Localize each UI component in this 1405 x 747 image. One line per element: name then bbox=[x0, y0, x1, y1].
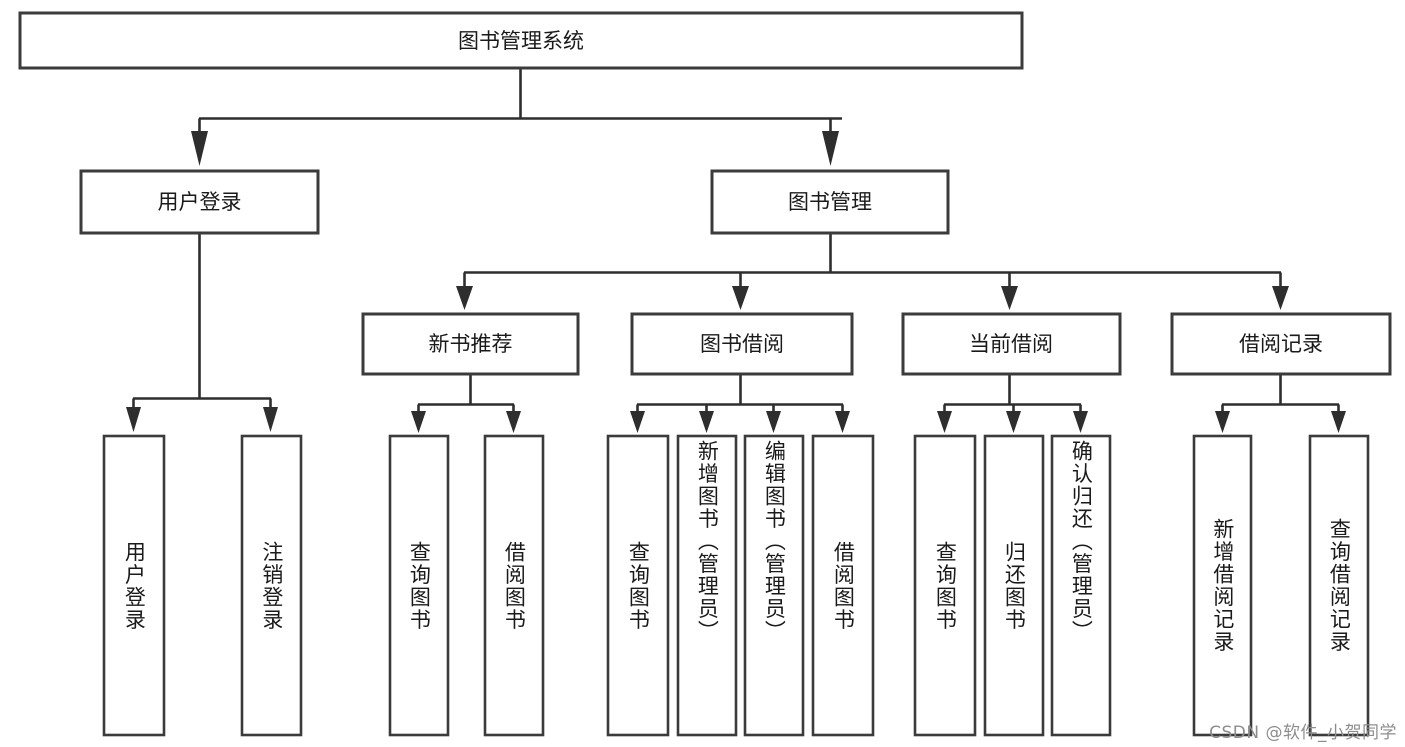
node-leaf-return-book-box[interactable] bbox=[983, 434, 1045, 737]
arrowhead-leaf-add-borrow-record bbox=[1215, 411, 1230, 433]
node-current-borrow-box[interactable] bbox=[901, 312, 1122, 376]
node-user-login[interactable]: 用户登录 bbox=[79, 169, 320, 235]
connector-group-borrowrecord-to-leaves bbox=[1215, 374, 1346, 433]
connector-group-root-to-level1 bbox=[191, 68, 842, 166]
arrowhead-leaf-query-book-borrow bbox=[630, 411, 645, 433]
node-root-label: 图书管理系统 bbox=[458, 29, 584, 53]
arrowhead-leaf-add-book-admin bbox=[699, 411, 714, 433]
node-leaf-query-book-current-box[interactable] bbox=[913, 434, 977, 737]
node-current-borrow[interactable]: 当前借阅 bbox=[901, 312, 1122, 376]
arrowhead-leaf-edit-book-admin bbox=[766, 411, 781, 433]
arrowhead-leaf-query-borrow-record bbox=[1331, 411, 1346, 433]
node-root-box[interactable] bbox=[18, 11, 1024, 70]
arrowhead-current-borrow bbox=[1001, 286, 1018, 310]
node-leaf-add-borrow-record-box[interactable] bbox=[1192, 434, 1253, 737]
arrowhead-leaf-logout bbox=[263, 407, 278, 432]
node-leaf-confirm-return-admin-box[interactable] bbox=[1050, 434, 1112, 737]
node-new-book-recommend-box[interactable] bbox=[361, 312, 580, 376]
node-borrow-record[interactable]: 借阅记录 bbox=[1170, 312, 1392, 376]
node-leaf-logout-box[interactable] bbox=[240, 434, 303, 737]
node-current-borrow-label: 当前借阅 bbox=[969, 332, 1053, 356]
node-leaf-user-login-box[interactable] bbox=[102, 434, 166, 737]
csdn-watermark: CSDN @软件_小贺同学 bbox=[1209, 723, 1397, 743]
arrowhead-book-borrow bbox=[732, 286, 749, 310]
arrowhead-user-login bbox=[191, 131, 208, 166]
node-user-login-label: 用户登录 bbox=[158, 190, 242, 214]
arrowhead-leaf-borrow-book-recommend bbox=[506, 411, 521, 433]
node-new-book-recommend-label: 新书推荐 bbox=[429, 332, 513, 356]
node-new-book-recommend[interactable]: 新书推荐 bbox=[361, 312, 580, 376]
node-book-borrow[interactable]: 图书借阅 bbox=[630, 312, 854, 376]
node-leaf-edit-book-admin-box[interactable] bbox=[743, 434, 805, 737]
connector-group-currentborrow-to-leaves bbox=[937, 374, 1088, 433]
connector-group-newbook-to-leaves bbox=[411, 374, 521, 433]
connector-group-bookborrow-to-leaves bbox=[630, 374, 850, 433]
arrowhead-leaf-user-login bbox=[126, 407, 141, 432]
arrowhead-leaf-confirm-return-admin bbox=[1073, 411, 1088, 433]
connector-group-userlogin-to-leaves bbox=[126, 233, 278, 432]
node-book-borrow-box[interactable] bbox=[630, 312, 854, 376]
arrowhead-new-book-recommend bbox=[456, 286, 473, 310]
node-book-management-box[interactable] bbox=[710, 169, 950, 235]
node-root[interactable]: 图书管理系统 bbox=[18, 11, 1024, 70]
node-leaf-add-book-admin-box[interactable] bbox=[676, 434, 738, 737]
arrowhead-leaf-borrow-book bbox=[835, 411, 850, 433]
arrowhead-leaf-query-book-current bbox=[937, 411, 952, 433]
arrowhead-book-management bbox=[822, 131, 839, 166]
arrowhead-leaf-query-book-recommend bbox=[411, 411, 426, 433]
node-leaf-query-book-recommend-box[interactable] bbox=[388, 434, 450, 737]
node-book-management-label: 图书管理 bbox=[788, 190, 872, 214]
node-leaf-borrow-book-recommend-box[interactable] bbox=[483, 434, 545, 737]
node-borrow-record-box[interactable] bbox=[1170, 312, 1392, 376]
arrowhead-leaf-return-book bbox=[1006, 411, 1021, 433]
node-book-management[interactable]: 图书管理 bbox=[710, 169, 950, 235]
arrowhead-borrow-record bbox=[1272, 286, 1289, 310]
node-user-login-box[interactable] bbox=[79, 169, 320, 235]
connector-group-bookmgmt-to-level2 bbox=[456, 233, 1289, 310]
node-leaf-query-borrow-record-box[interactable] bbox=[1308, 434, 1370, 737]
leaf-node-boxes bbox=[102, 434, 1370, 737]
node-leaf-query-book-borrow-box[interactable] bbox=[606, 434, 670, 737]
node-book-borrow-label: 图书借阅 bbox=[700, 332, 784, 356]
node-leaf-borrow-book-box[interactable] bbox=[811, 434, 875, 737]
node-borrow-record-label: 借阅记录 bbox=[1239, 332, 1323, 356]
